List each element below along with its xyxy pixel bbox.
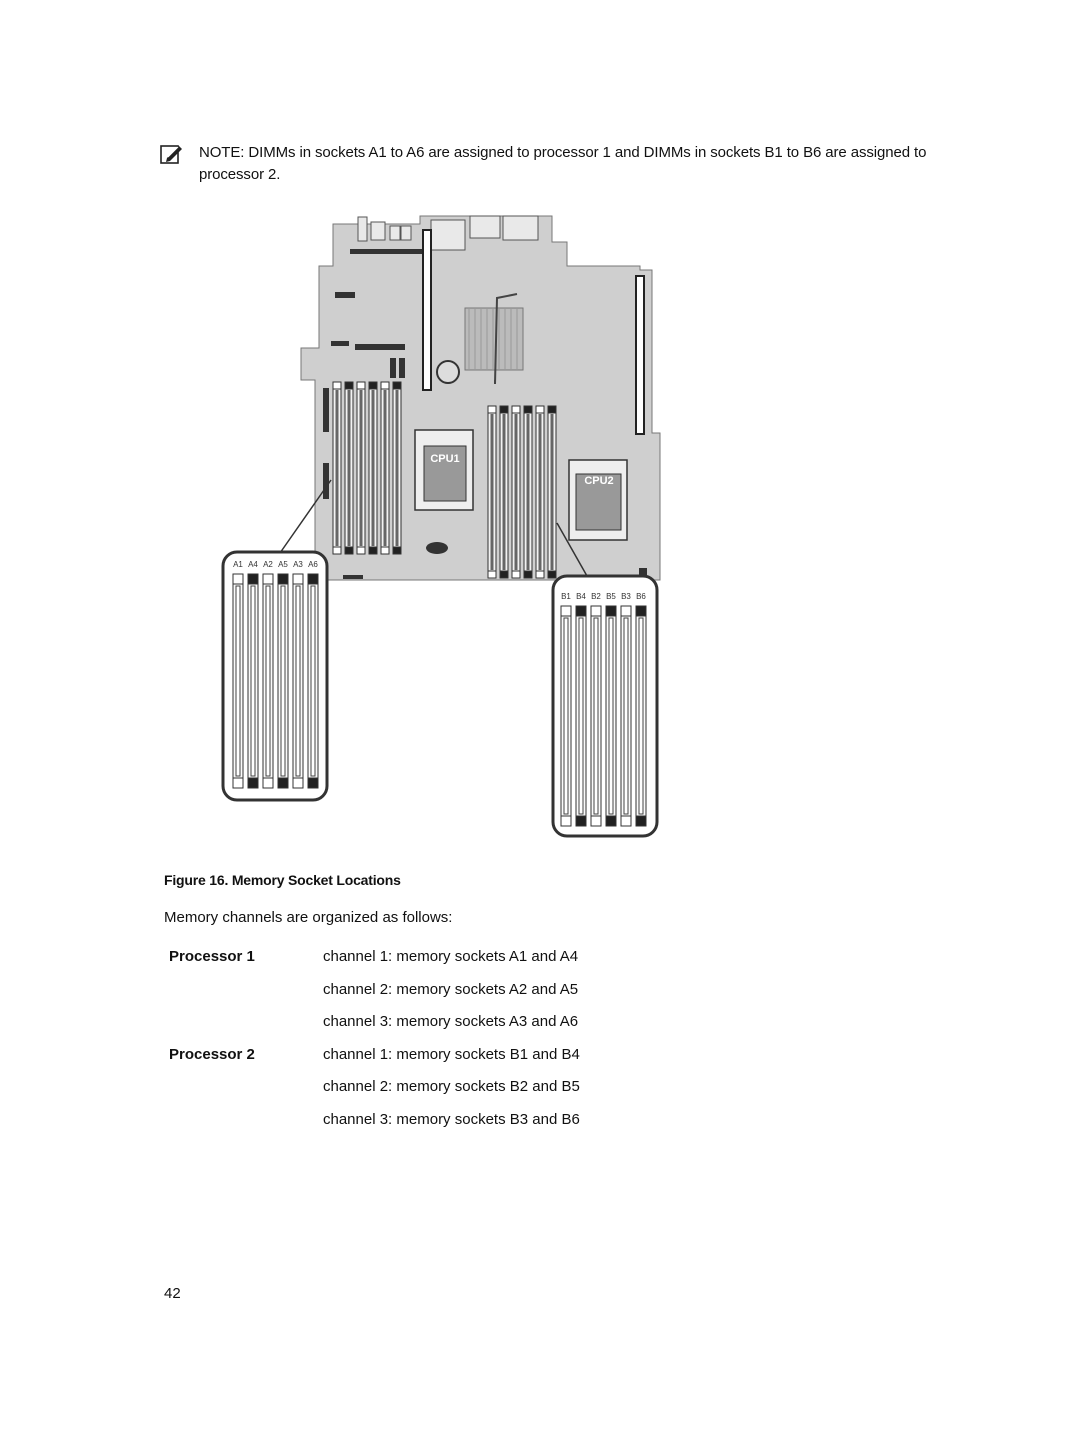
processor-2-channel-1: channel 1: memory sockets B1 and B4 (323, 1046, 580, 1063)
system-id-button (426, 542, 448, 554)
callout-b-pointer (556, 522, 588, 577)
a-socket-label: A2 (263, 560, 273, 569)
a-socket-label: A5 (278, 560, 288, 569)
a-callout-slot (292, 573, 304, 789)
b-socket-label: B4 (576, 592, 586, 601)
b-board-slot (523, 405, 533, 579)
b-socket-label: B6 (636, 592, 646, 601)
b-callout-slot (575, 605, 587, 827)
a-callout-slot (307, 573, 319, 789)
b-socket-label: B2 (591, 592, 601, 601)
pencil-note-icon (160, 145, 182, 164)
riser-slot-2 (635, 275, 645, 435)
a-board-slot (380, 381, 390, 555)
processor-1-label: Processor 1 (169, 948, 255, 965)
processor-1-channel-1: channel 1: memory sockets A1 and A4 (323, 948, 579, 965)
a-callout-slot (262, 573, 274, 789)
a-dimm-slots-board (332, 381, 402, 555)
b-board-slot (487, 405, 497, 579)
a-callout-slot (247, 573, 259, 789)
coin-battery (436, 360, 460, 384)
b-board-slot (547, 405, 557, 579)
cpu1-label: CPU1 (430, 453, 459, 465)
processor-2-channel-2: channel 2: memory sockets B2 and B5 (323, 1078, 580, 1095)
b-board-slot (535, 405, 545, 579)
a-socket-label: A3 (293, 560, 303, 569)
intro-text: Memory channels are organized as follows… (164, 909, 453, 926)
note-paragraph: NOTE: DIMMs in sockets A1 to A6 are assi… (199, 142, 939, 186)
a-board-slot (356, 381, 366, 555)
figure-caption: Figure 16. Memory Socket Locations (164, 872, 401, 888)
processor-2-label: Processor 2 (169, 1046, 255, 1063)
processor-1-channel-2: channel 2: memory sockets A2 and A5 (323, 981, 579, 998)
a-board-slot (368, 381, 378, 555)
a-socket-label: A4 (248, 560, 258, 569)
a-board-slot (344, 381, 354, 555)
page-number: 42 (164, 1285, 181, 1302)
b-board-slot (511, 405, 521, 579)
a-callout-slot (232, 573, 244, 789)
a-board-slot (392, 381, 402, 555)
a-socket-label: A1 (233, 560, 243, 569)
memory-socket-figure: CPU1 CPU2 A1 A4 A2 A5 A3 A6 B1 B4 B2 B5 B3 B6 (221, 215, 661, 838)
b-callout-slot (560, 605, 572, 827)
a-socket-label: A6 (308, 560, 318, 569)
b-callout-slot (605, 605, 617, 827)
cpu2-socket: CPU2 (568, 459, 628, 541)
processor-2-channel-3: channel 3: memory sockets B3 and B6 (323, 1111, 580, 1128)
processor-1-channel-3: channel 3: memory sockets A3 and A6 (323, 1013, 579, 1030)
a-board-slot (332, 381, 342, 555)
b-dimm-slots-board (487, 405, 557, 579)
note-text: DIMMs in sockets A1 to A6 are assigned t… (199, 144, 927, 183)
b-callout-slot (590, 605, 602, 827)
rear-connectors (357, 215, 539, 251)
b-socket-label: B1 (561, 592, 571, 601)
riser-slot-1 (422, 229, 432, 391)
b-socket-label: B3 (621, 592, 631, 601)
cpu1-socket: CPU1 (414, 429, 474, 511)
b-callout-slot (620, 605, 632, 827)
callout-a-pointer (279, 479, 332, 554)
b-socket-label: B5 (606, 592, 616, 601)
chipset-heatsink (464, 307, 524, 371)
cpu2-label: CPU2 (584, 475, 613, 487)
b-board-slot (499, 405, 509, 579)
a-callout-slot (277, 573, 289, 789)
note-label: NOTE: (199, 144, 245, 161)
b-callout-slot (635, 605, 647, 827)
